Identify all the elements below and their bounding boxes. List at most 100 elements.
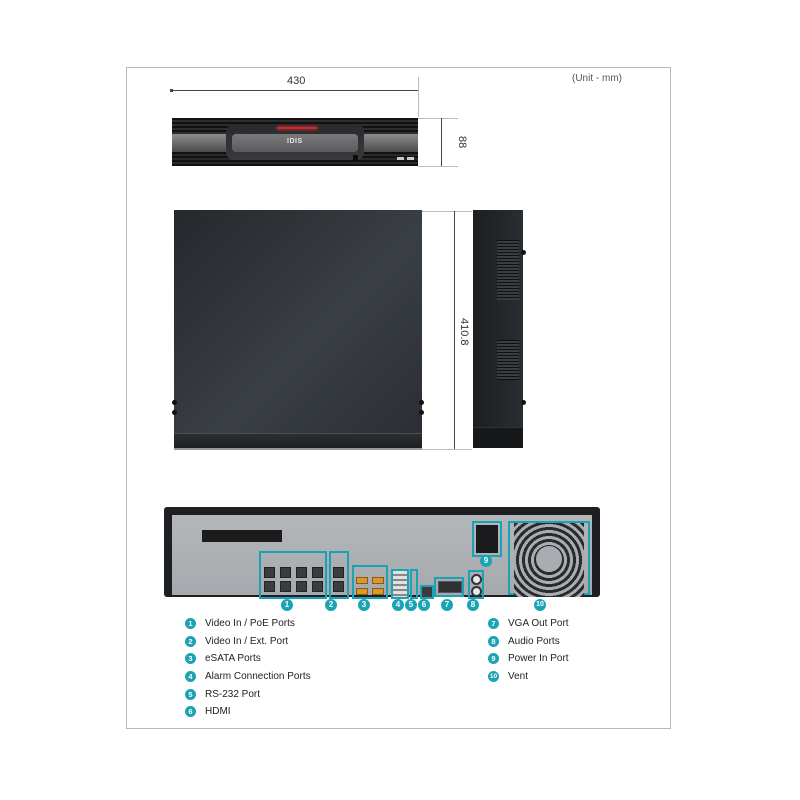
top-view-image <box>172 210 424 450</box>
width-dimension-line <box>171 90 419 91</box>
rj45-port-icon <box>333 581 344 592</box>
esata-port-icon <box>372 577 384 584</box>
depth-guide-top <box>422 211 472 212</box>
legend-item: 6 HDMI <box>185 703 311 721</box>
rj45-port-icon <box>296 567 307 578</box>
front-center-band <box>232 134 358 152</box>
depth-dimension-label: 410.8 <box>458 318 470 346</box>
height-dimension-label: 88 <box>456 136 468 149</box>
depth-dimension-line <box>454 211 455 449</box>
usb-port-icon <box>397 157 404 160</box>
rubber-foot <box>172 410 177 415</box>
legend-item: 8 Audio Ports <box>488 633 569 651</box>
legend-label: HDMI <box>205 706 231 718</box>
highlight-video-ext-port <box>329 551 349 599</box>
usb-port-icon <box>407 157 414 160</box>
status-led-strip <box>277 127 317 129</box>
width-dimension-tick-left <box>170 89 173 92</box>
callout-marker-2: 2 <box>325 599 337 611</box>
callout-marker-9: 9 <box>480 555 492 567</box>
legend-number-badge: 2 <box>185 635 196 647</box>
legend-item: 4 Alarm Connection Ports <box>185 668 311 686</box>
audio-jack-icon <box>471 574 482 585</box>
esata-port-icon <box>356 588 368 595</box>
rj45-port-icon <box>264 567 275 578</box>
rj45-port-icon <box>312 567 323 578</box>
legend-right: 7 VGA Out Port 8 Audio Ports 9 Power In Por… <box>488 615 569 685</box>
highlight-esata-ports <box>352 565 388 599</box>
front-view-image: IDIS <box>172 118 418 166</box>
side-view-image <box>473 210 526 448</box>
rj45-port-icon <box>264 581 275 592</box>
legend-label: eSATA Ports <box>205 653 261 665</box>
legend-item: 9 Power In Port <box>488 650 569 668</box>
legend-number-badge: 3 <box>185 653 196 665</box>
legend-number-badge: 7 <box>488 618 499 630</box>
rj45-port-icon <box>280 581 291 592</box>
highlight-alarm-ports <box>391 569 409 599</box>
depth-guide-bottom <box>422 449 472 450</box>
warning-label <box>202 530 282 542</box>
callout-marker-1: 1 <box>281 599 293 611</box>
callout-marker-8: 8 <box>467 599 479 611</box>
fan-core <box>536 546 562 572</box>
legend-label: VGA Out Port <box>508 618 569 630</box>
top-view-front-lip <box>174 433 422 448</box>
legend-label: Alarm Connection Ports <box>205 671 311 683</box>
legend-number-badge: 5 <box>185 688 196 700</box>
rj45-port-icon <box>312 581 323 592</box>
rubber-foot <box>521 400 526 405</box>
callout-marker-10: 10 <box>534 599 546 611</box>
height-dimension-line <box>441 118 442 166</box>
height-guide-bottom <box>418 166 458 167</box>
side-vent-upper <box>497 240 519 300</box>
highlight-rs232-port <box>410 569 418 599</box>
width-dimension-label: 430 <box>287 75 306 87</box>
highlight-video-poe-ports <box>259 551 327 599</box>
highlight-hdmi-port <box>420 585 434 599</box>
legend-item: 5 RS-232 Port <box>185 685 311 703</box>
rj45-port-icon <box>280 567 291 578</box>
callout-marker-6: 6 <box>418 599 430 611</box>
callout-marker-5: 5 <box>405 599 417 611</box>
callout-marker-4: 4 <box>392 599 404 611</box>
rear-view-image: 9 <box>164 507 600 599</box>
rubber-foot <box>419 410 424 415</box>
front-button <box>353 155 358 161</box>
legend-label: Video In / PoE Ports <box>205 618 295 630</box>
side-view-base <box>473 427 523 448</box>
height-guide-top <box>418 118 458 119</box>
esata-port-icon <box>356 577 368 584</box>
rubber-foot <box>172 400 177 405</box>
legend-number-badge: 9 <box>488 653 499 665</box>
rj45-port-icon <box>296 581 307 592</box>
legend-item: 3 eSATA Ports <box>185 650 311 668</box>
width-guide-right <box>418 77 419 117</box>
unit-label: (Unit - mm) <box>572 73 622 84</box>
legend-label: Video In / Ext. Port <box>205 635 289 647</box>
brand-logo: IDIS <box>287 138 303 145</box>
legend-number-badge: 8 <box>488 635 499 647</box>
legend-number-badge: 6 <box>185 706 196 718</box>
rubber-foot <box>419 400 424 405</box>
legend-label: RS-232 Port <box>205 688 261 700</box>
highlight-audio-ports <box>468 570 484 599</box>
callout-marker-7: 7 <box>441 599 453 611</box>
legend-label: Power In Port <box>508 653 569 665</box>
highlight-vga-port <box>434 577 464 597</box>
legend-number-badge: 10 <box>488 671 499 683</box>
callout-marker-3: 3 <box>358 599 370 611</box>
legend-item: 2 Video In / Ext. Port <box>185 633 311 651</box>
rubber-foot <box>521 250 526 255</box>
power-socket-icon <box>476 525 498 553</box>
rj45-port-icon <box>333 567 344 578</box>
side-vent-lower <box>497 340 519 380</box>
legend-number-badge: 4 <box>185 671 196 683</box>
legend-label: Audio Ports <box>508 635 560 647</box>
esata-port-icon <box>372 588 384 595</box>
vga-port-icon <box>438 581 462 593</box>
audio-jack-icon <box>471 586 482 597</box>
